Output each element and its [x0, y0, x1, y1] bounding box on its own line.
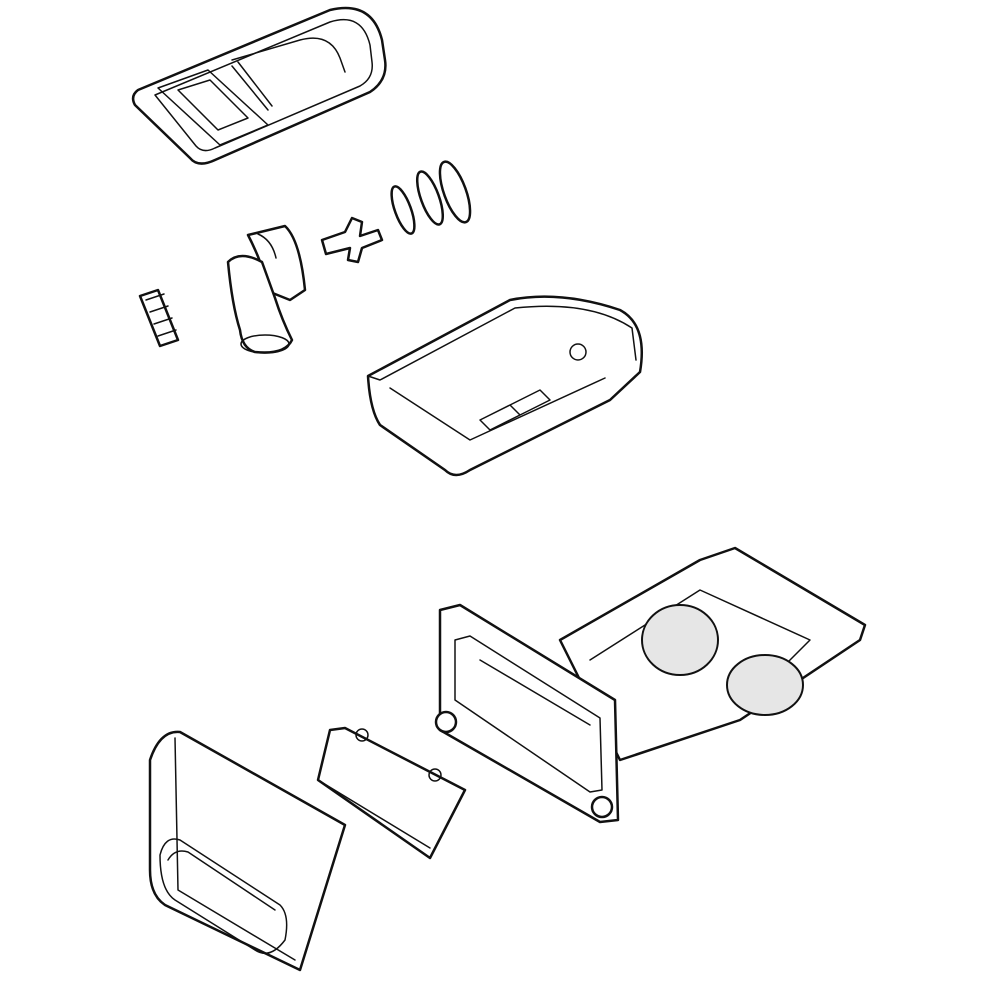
drawer-front-panel [148, 730, 347, 972]
small-seal [138, 288, 180, 348]
gasket-large [438, 160, 472, 224]
elbow-hose [226, 224, 307, 354]
gasket-small [390, 185, 416, 235]
drawer-housing [434, 546, 867, 824]
dispenser-cup [366, 295, 644, 477]
valve-connector [320, 216, 384, 264]
handle-insert [316, 726, 467, 860]
gasket-ring [415, 170, 445, 226]
dispenser-cap [131, 6, 387, 165]
